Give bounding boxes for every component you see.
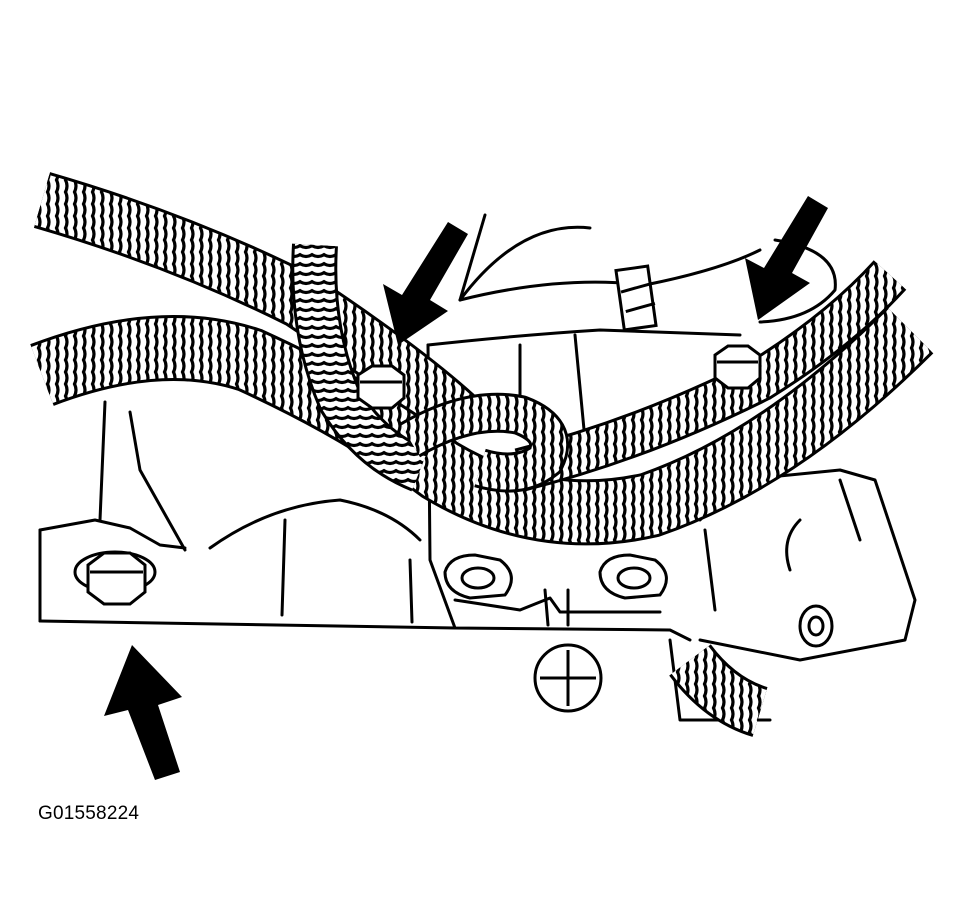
bolt-center [356, 364, 406, 410]
housing-outline [38, 213, 917, 722]
wire-harness-vertical [291, 243, 430, 492]
bolt-left [73, 550, 157, 606]
wire-harness-loop [399, 392, 569, 493]
connector-clip [614, 264, 658, 332]
arrow-top-center [383, 222, 468, 345]
wire-harness-bottom-right [669, 643, 769, 737]
bolt-right [713, 344, 762, 390]
screw-head [533, 643, 603, 713]
bracket-eyelets [443, 553, 834, 648]
figure-id-label: G01558224 [38, 803, 140, 824]
arrow-top-right [745, 196, 828, 320]
arrow-bottom-left [104, 645, 182, 780]
wire-harness-lower [30, 306, 934, 546]
